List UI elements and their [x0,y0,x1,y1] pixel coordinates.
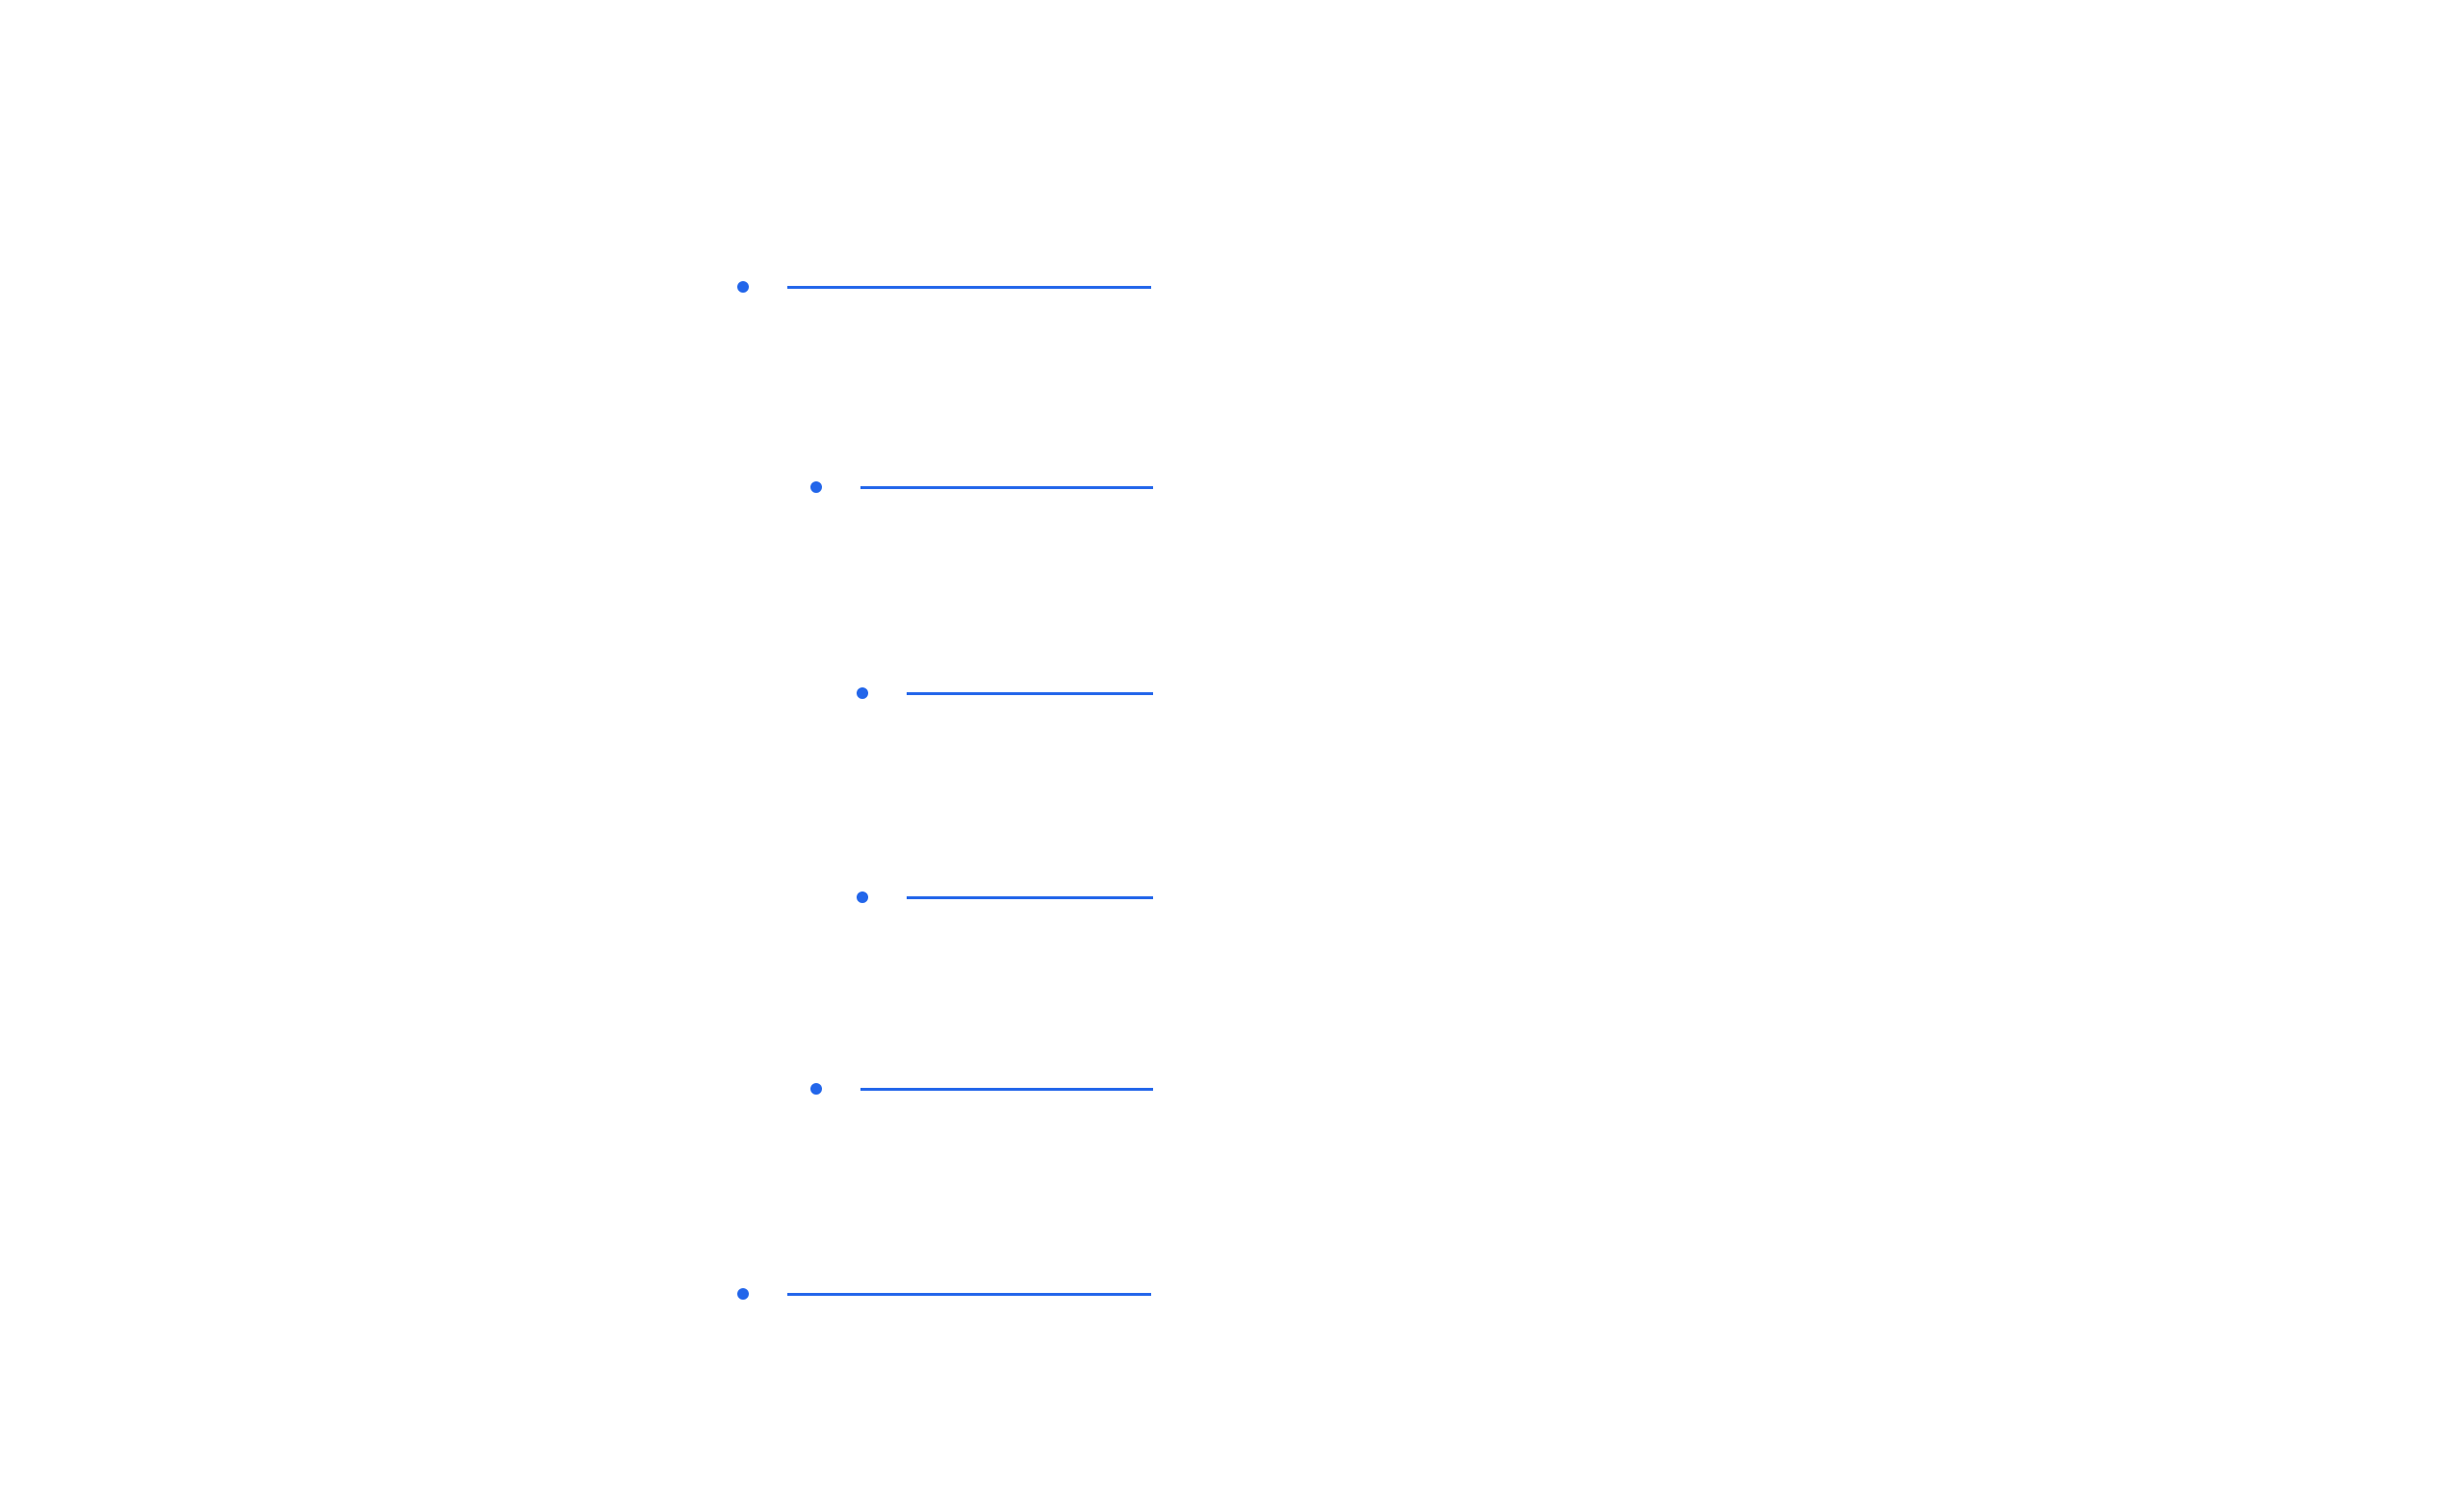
bullet-icon [737,281,749,293]
list-item-level-1 [737,1288,1153,1300]
list-link[interactable] [860,486,1153,489]
bullet-icon [810,481,822,493]
bullet-icon [810,1083,822,1095]
list-link[interactable] [787,286,1151,289]
list-link[interactable] [787,1293,1151,1296]
list-item-level-2 [810,1083,1155,1095]
list-item-level-2 [810,481,1155,493]
list-item-level-3 [857,891,1155,903]
list-link[interactable] [907,692,1153,695]
bullet-icon [857,687,868,699]
list-item-level-1 [737,281,1153,293]
bullet-icon [737,1288,749,1300]
list-item-level-3 [857,687,1155,699]
list-link[interactable] [860,1088,1153,1091]
bullet-icon [857,891,868,903]
list-link[interactable] [907,896,1153,899]
